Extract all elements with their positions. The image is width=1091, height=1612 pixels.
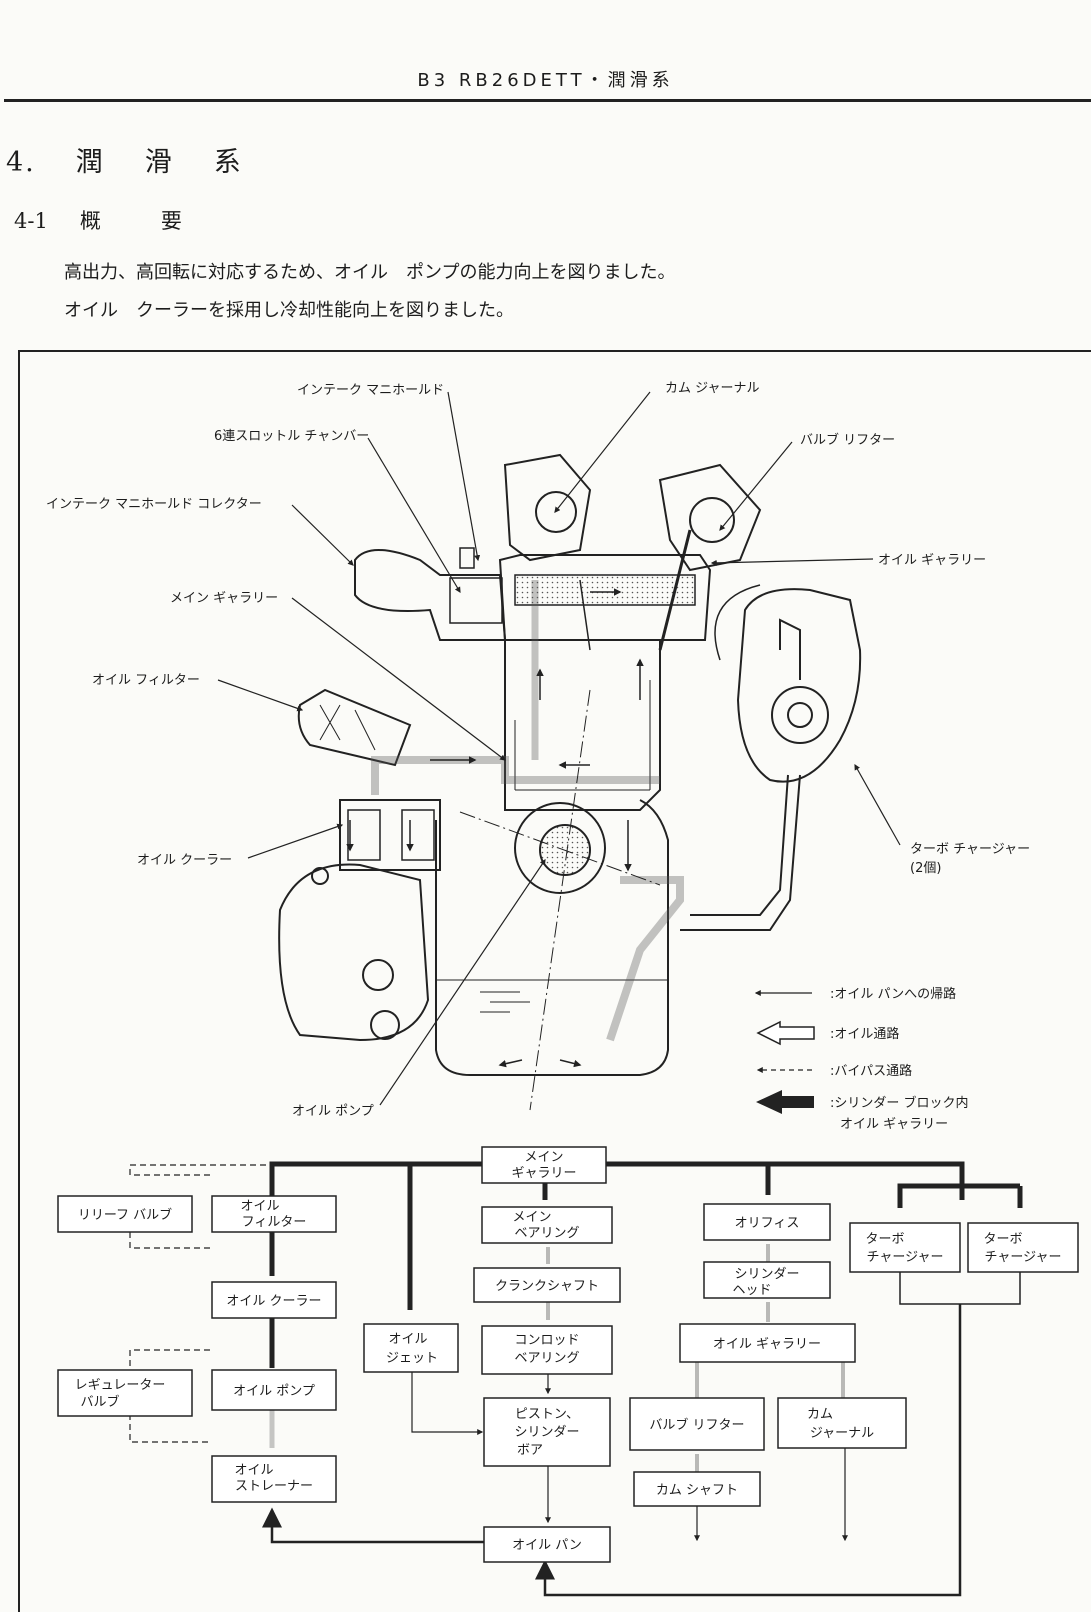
- flow-turbo2-2: チャージャー: [985, 1250, 1062, 1265]
- flow-turbo2-1: ターボ: [983, 1232, 1022, 1247]
- label-valve-lifter: バルブ リフター: [800, 432, 895, 448]
- flow-piston-2: シリンダー: [514, 1425, 579, 1440]
- flow-oil-pan: オイル パン: [512, 1538, 582, 1553]
- flow-conrod-bearing-1: コンロッド: [514, 1333, 579, 1348]
- flow-cylinder-head-2: ヘッド: [732, 1283, 771, 1298]
- subsection-title-char-1: 概: [79, 209, 101, 233]
- label-turbocharger: ターボ チャージャー: [910, 842, 1030, 857]
- overview-paragraph-2: オイル クーラーを採用し冷却性能向上を図りました。: [64, 300, 514, 321]
- flow-connectors: [129, 1161, 1023, 1597]
- legend: :オイル パンへの帰路 :オイル通路 :バイパス通路 :シリンダー ブロック内 …: [754, 986, 969, 1132]
- flow-valve-lifter: バルブ リフター: [649, 1417, 744, 1433]
- label-oil-gallery: オイル ギャラリー: [878, 553, 986, 568]
- label-throttle-chamber: 6連スロットル チャンバー: [214, 429, 369, 444]
- flow-relief-valve: リリーフ バルブ: [78, 1207, 172, 1223]
- overview-paragraph-1: 高出力、高回転に対応するため、オイル ポンプの能力向上を図りました。: [64, 262, 676, 283]
- cam-tower-left: [503, 453, 592, 562]
- legend-thick-arrow: [756, 1090, 814, 1114]
- oil-pan-shape: [435, 799, 669, 1076]
- legend-label-block-gallery-2: オイル ギャラリー: [840, 1117, 948, 1132]
- oil-cooler-shape: [339, 799, 441, 871]
- section-number: 4.: [6, 147, 36, 178]
- flow-oil-pump: オイル ポンプ: [233, 1384, 315, 1399]
- section-title-char-2: 滑: [144, 147, 174, 178]
- flow-piston-3: ボア: [517, 1443, 543, 1458]
- flow-piston-1: ピストン、: [515, 1407, 579, 1422]
- label-oil-pump: オイル ポンプ: [292, 1104, 374, 1119]
- subsection-title: 4-1 概 要: [14, 205, 182, 235]
- flow-crankshaft: クランクシャフト: [495, 1279, 599, 1294]
- label-turbo-count: (2個): [910, 861, 941, 876]
- section-title: 4. 潤 滑 系: [6, 140, 243, 179]
- front-cover: [278, 863, 430, 1042]
- flow-box-labels: メイン ギャラリー リリーフ バルブ オイル フィルター オイル クーラー レギ…: [75, 1150, 1062, 1553]
- flow-oil-strainer-2: ストレーナー: [235, 1479, 313, 1494]
- subsection-title-char-2: 要: [160, 209, 182, 233]
- flow-main-gallery-1: メイン: [524, 1150, 563, 1165]
- flow-regulator-2: バルブ: [80, 1394, 119, 1410]
- flow-cam-journal-1: カム: [807, 1407, 833, 1422]
- flow-turbo1-2: チャージャー: [867, 1250, 944, 1265]
- flow-oil-gallery: オイル ギャラリー: [713, 1337, 821, 1352]
- label-intake-manifold: インテーク マニホールド: [297, 383, 444, 398]
- legend-label-passage: :オイル通路: [830, 1026, 899, 1042]
- flow-cam-journal-2: ジャーナル: [810, 1426, 874, 1441]
- flow-oil-filter-2: フィルター: [242, 1215, 307, 1230]
- label-manifold-collector: インテーク マニホールド コレクター: [46, 497, 262, 512]
- label-cam-journal: カム ジャーナル: [665, 381, 759, 396]
- page-header: B3 RB26DETT・潤滑系: [417, 70, 674, 91]
- subsection-number: 4-1: [14, 209, 48, 233]
- label-oil-filter: オイル フィルター: [92, 673, 200, 688]
- flow-boxes: [57, 1146, 1079, 1563]
- header-rule: [4, 99, 1091, 102]
- section-title-char-1: 潤: [75, 147, 105, 178]
- flow-regulator-1: レギュレーター: [75, 1378, 166, 1393]
- flow-oil-jet-2: ジェット: [386, 1351, 438, 1366]
- intake-collector: [354, 549, 507, 641]
- cam-tower-right: [658, 463, 762, 572]
- flow-main-bearing-1: メイン: [512, 1210, 551, 1225]
- engine-drawing: [278, 453, 862, 1111]
- flow-camshaft: カム シャフト: [656, 1483, 738, 1498]
- legend-label-bypass: :バイパス通路: [830, 1063, 912, 1079]
- label-main-gallery: メイン ギャラリー: [170, 591, 278, 606]
- leader-lines: [217, 391, 901, 1106]
- cylinder-block: [504, 640, 661, 811]
- legend-label-return: :オイル パンへの帰路: [830, 986, 956, 1002]
- flow-oil-jet-1: オイル: [388, 1332, 427, 1347]
- legend-hollow-arrow: [756, 1020, 815, 1046]
- flow-cylinder-head-1: シリンダー: [734, 1267, 799, 1282]
- label-oil-cooler: オイル クーラー: [137, 853, 232, 868]
- flow-orifice: オリフィス: [735, 1216, 800, 1231]
- flow-oil-strainer-1: オイル: [234, 1463, 273, 1478]
- figure-frame: [18, 350, 1091, 1612]
- flow-main-gallery-2: ギャラリー: [511, 1166, 576, 1181]
- legend-label-block-gallery: :シリンダー ブロック内: [830, 1095, 969, 1111]
- flow-conrod-bearing-2: ベアリング: [514, 1351, 579, 1366]
- flow-oil-cooler: オイル クーラー: [226, 1294, 321, 1309]
- crankshaft-shape: [514, 802, 606, 894]
- flow-oil-filter-1: オイル: [240, 1199, 279, 1214]
- oil-filter-shape: [297, 688, 412, 767]
- flow-turbo1-1: ターボ: [865, 1232, 904, 1247]
- diagram-labels: インテーク マニホールド 6連スロットル チャンバー インテーク マニホールド …: [46, 381, 1030, 1119]
- flow-main-bearing-2: ベアリング: [514, 1226, 579, 1241]
- turbocharger: [736, 588, 862, 783]
- section-title-char-3: 系: [213, 147, 243, 178]
